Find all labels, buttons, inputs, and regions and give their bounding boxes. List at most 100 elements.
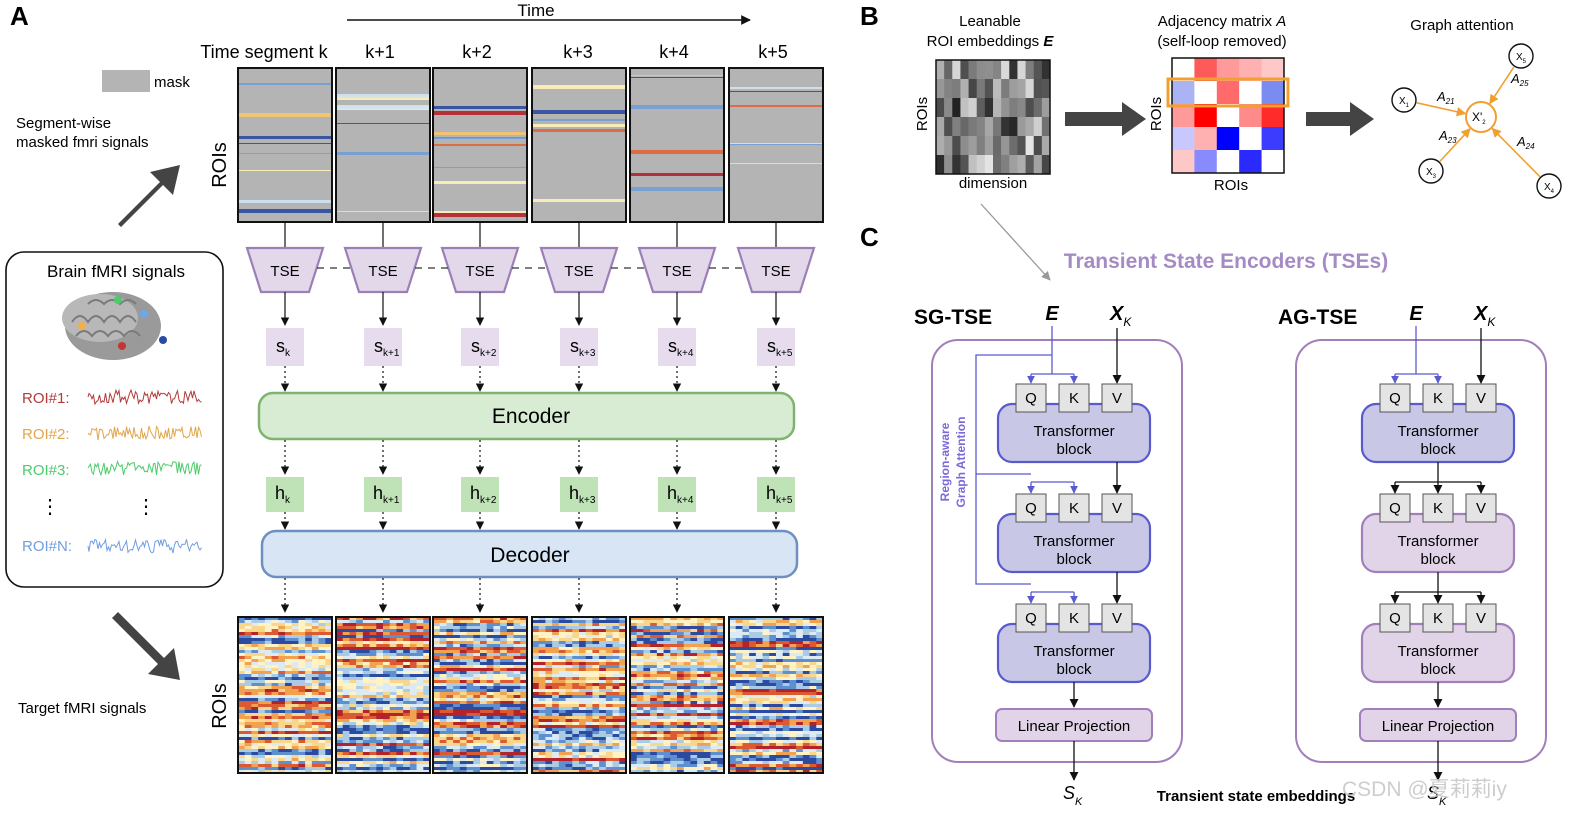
heat-cell — [433, 767, 441, 771]
embedding-cell — [984, 136, 994, 156]
heat-cell — [545, 746, 553, 750]
heat-cell — [459, 725, 467, 729]
heat-cell — [585, 689, 593, 693]
heat-cell — [389, 620, 397, 624]
heat-cell — [599, 674, 607, 678]
heat-cell — [796, 725, 804, 729]
heat-cell — [742, 755, 750, 759]
heat-cell — [423, 698, 431, 702]
heat-cell — [729, 743, 737, 747]
heat-cell — [271, 680, 279, 684]
adjacency-matrix — [1166, 57, 1290, 174]
heat-cell — [703, 752, 711, 756]
heat-cell — [291, 758, 299, 762]
heat-cell — [579, 671, 587, 675]
heat-cell — [585, 698, 593, 702]
heat-cell — [656, 632, 664, 636]
heat-cell — [532, 617, 540, 621]
heat-cell — [305, 725, 313, 729]
heat-cell — [376, 689, 384, 693]
heat-cell — [636, 686, 644, 690]
heat-cell — [816, 692, 824, 696]
heat-cell — [762, 620, 770, 624]
heat-cell — [513, 659, 521, 663]
heat-cell — [513, 725, 521, 729]
heat-cell — [285, 686, 293, 690]
heat-cell — [396, 623, 404, 627]
heat-cell — [318, 680, 326, 684]
heat-cell — [643, 635, 651, 639]
heat-cell — [532, 749, 540, 753]
heat-cell — [349, 650, 357, 654]
heat-cell — [396, 734, 404, 738]
heat-cell — [466, 764, 474, 768]
heat-cell — [500, 620, 508, 624]
masked-label-line1: Segment-wise — [16, 115, 111, 132]
heat-cell — [486, 659, 494, 663]
heat-cell — [565, 626, 573, 630]
heat-cell — [251, 620, 259, 624]
heat-cell — [532, 761, 540, 765]
heat-cell — [762, 629, 770, 633]
heat-cell — [697, 722, 705, 726]
heat-cell — [318, 689, 326, 693]
heat-cell — [446, 710, 454, 714]
heat-cell — [579, 629, 587, 633]
heat-cell — [383, 692, 391, 696]
heat-cell — [538, 635, 546, 639]
heat-cell — [619, 746, 627, 750]
heat-cell — [311, 746, 319, 750]
heat-cell — [251, 689, 259, 693]
heat-cell — [389, 767, 397, 771]
heat-cell — [318, 653, 326, 657]
heat-cell — [403, 653, 411, 657]
heat-cell — [500, 746, 508, 750]
heat-cell — [579, 644, 587, 648]
heat-cell — [776, 656, 784, 660]
heat-cell — [735, 668, 743, 672]
heat-cell — [782, 770, 790, 774]
heat-cell — [336, 740, 344, 744]
heat-cell — [433, 731, 441, 735]
heat-cell — [258, 674, 266, 678]
heat-cell — [416, 671, 424, 675]
heat-cell — [453, 689, 461, 693]
embedding-cell — [1017, 60, 1026, 80]
heat-cell — [710, 764, 718, 768]
heat-cell — [683, 755, 691, 759]
heat-cell — [416, 740, 424, 744]
heat-cell — [769, 620, 777, 624]
heat-cell — [403, 716, 411, 720]
heat-cell — [717, 653, 725, 657]
masked-heatmap — [432, 67, 528, 223]
heat-cell — [552, 716, 560, 720]
arrow-b1 — [1065, 102, 1146, 136]
heat-cell — [670, 662, 678, 666]
heat-cell — [423, 647, 431, 651]
heat-cell — [506, 710, 514, 714]
heat-cell — [278, 659, 286, 663]
heat-cell — [776, 623, 784, 627]
heat-cell — [446, 695, 454, 699]
heat-cell — [592, 650, 600, 654]
heat-cell — [433, 707, 441, 711]
heat-cell — [362, 755, 370, 759]
heat-cell — [389, 677, 397, 681]
heat-cell — [439, 713, 447, 717]
graph-title: Graph attention — [1410, 17, 1513, 34]
heat-cell — [643, 764, 651, 768]
heat-cell — [762, 656, 770, 660]
node-base: X' — [1472, 110, 1482, 124]
heat-cell — [802, 659, 810, 663]
heat-cell — [769, 635, 777, 639]
heat-cell — [612, 698, 620, 702]
v-label: V — [1476, 610, 1486, 627]
v-label: V — [1112, 500, 1122, 517]
heat-cell — [506, 644, 514, 648]
heat-cell — [325, 722, 333, 726]
heat-cell — [558, 665, 566, 669]
heat-cell — [244, 740, 252, 744]
heat-cell — [433, 626, 441, 630]
heat-cell — [251, 755, 259, 759]
heat-cell — [816, 734, 824, 738]
